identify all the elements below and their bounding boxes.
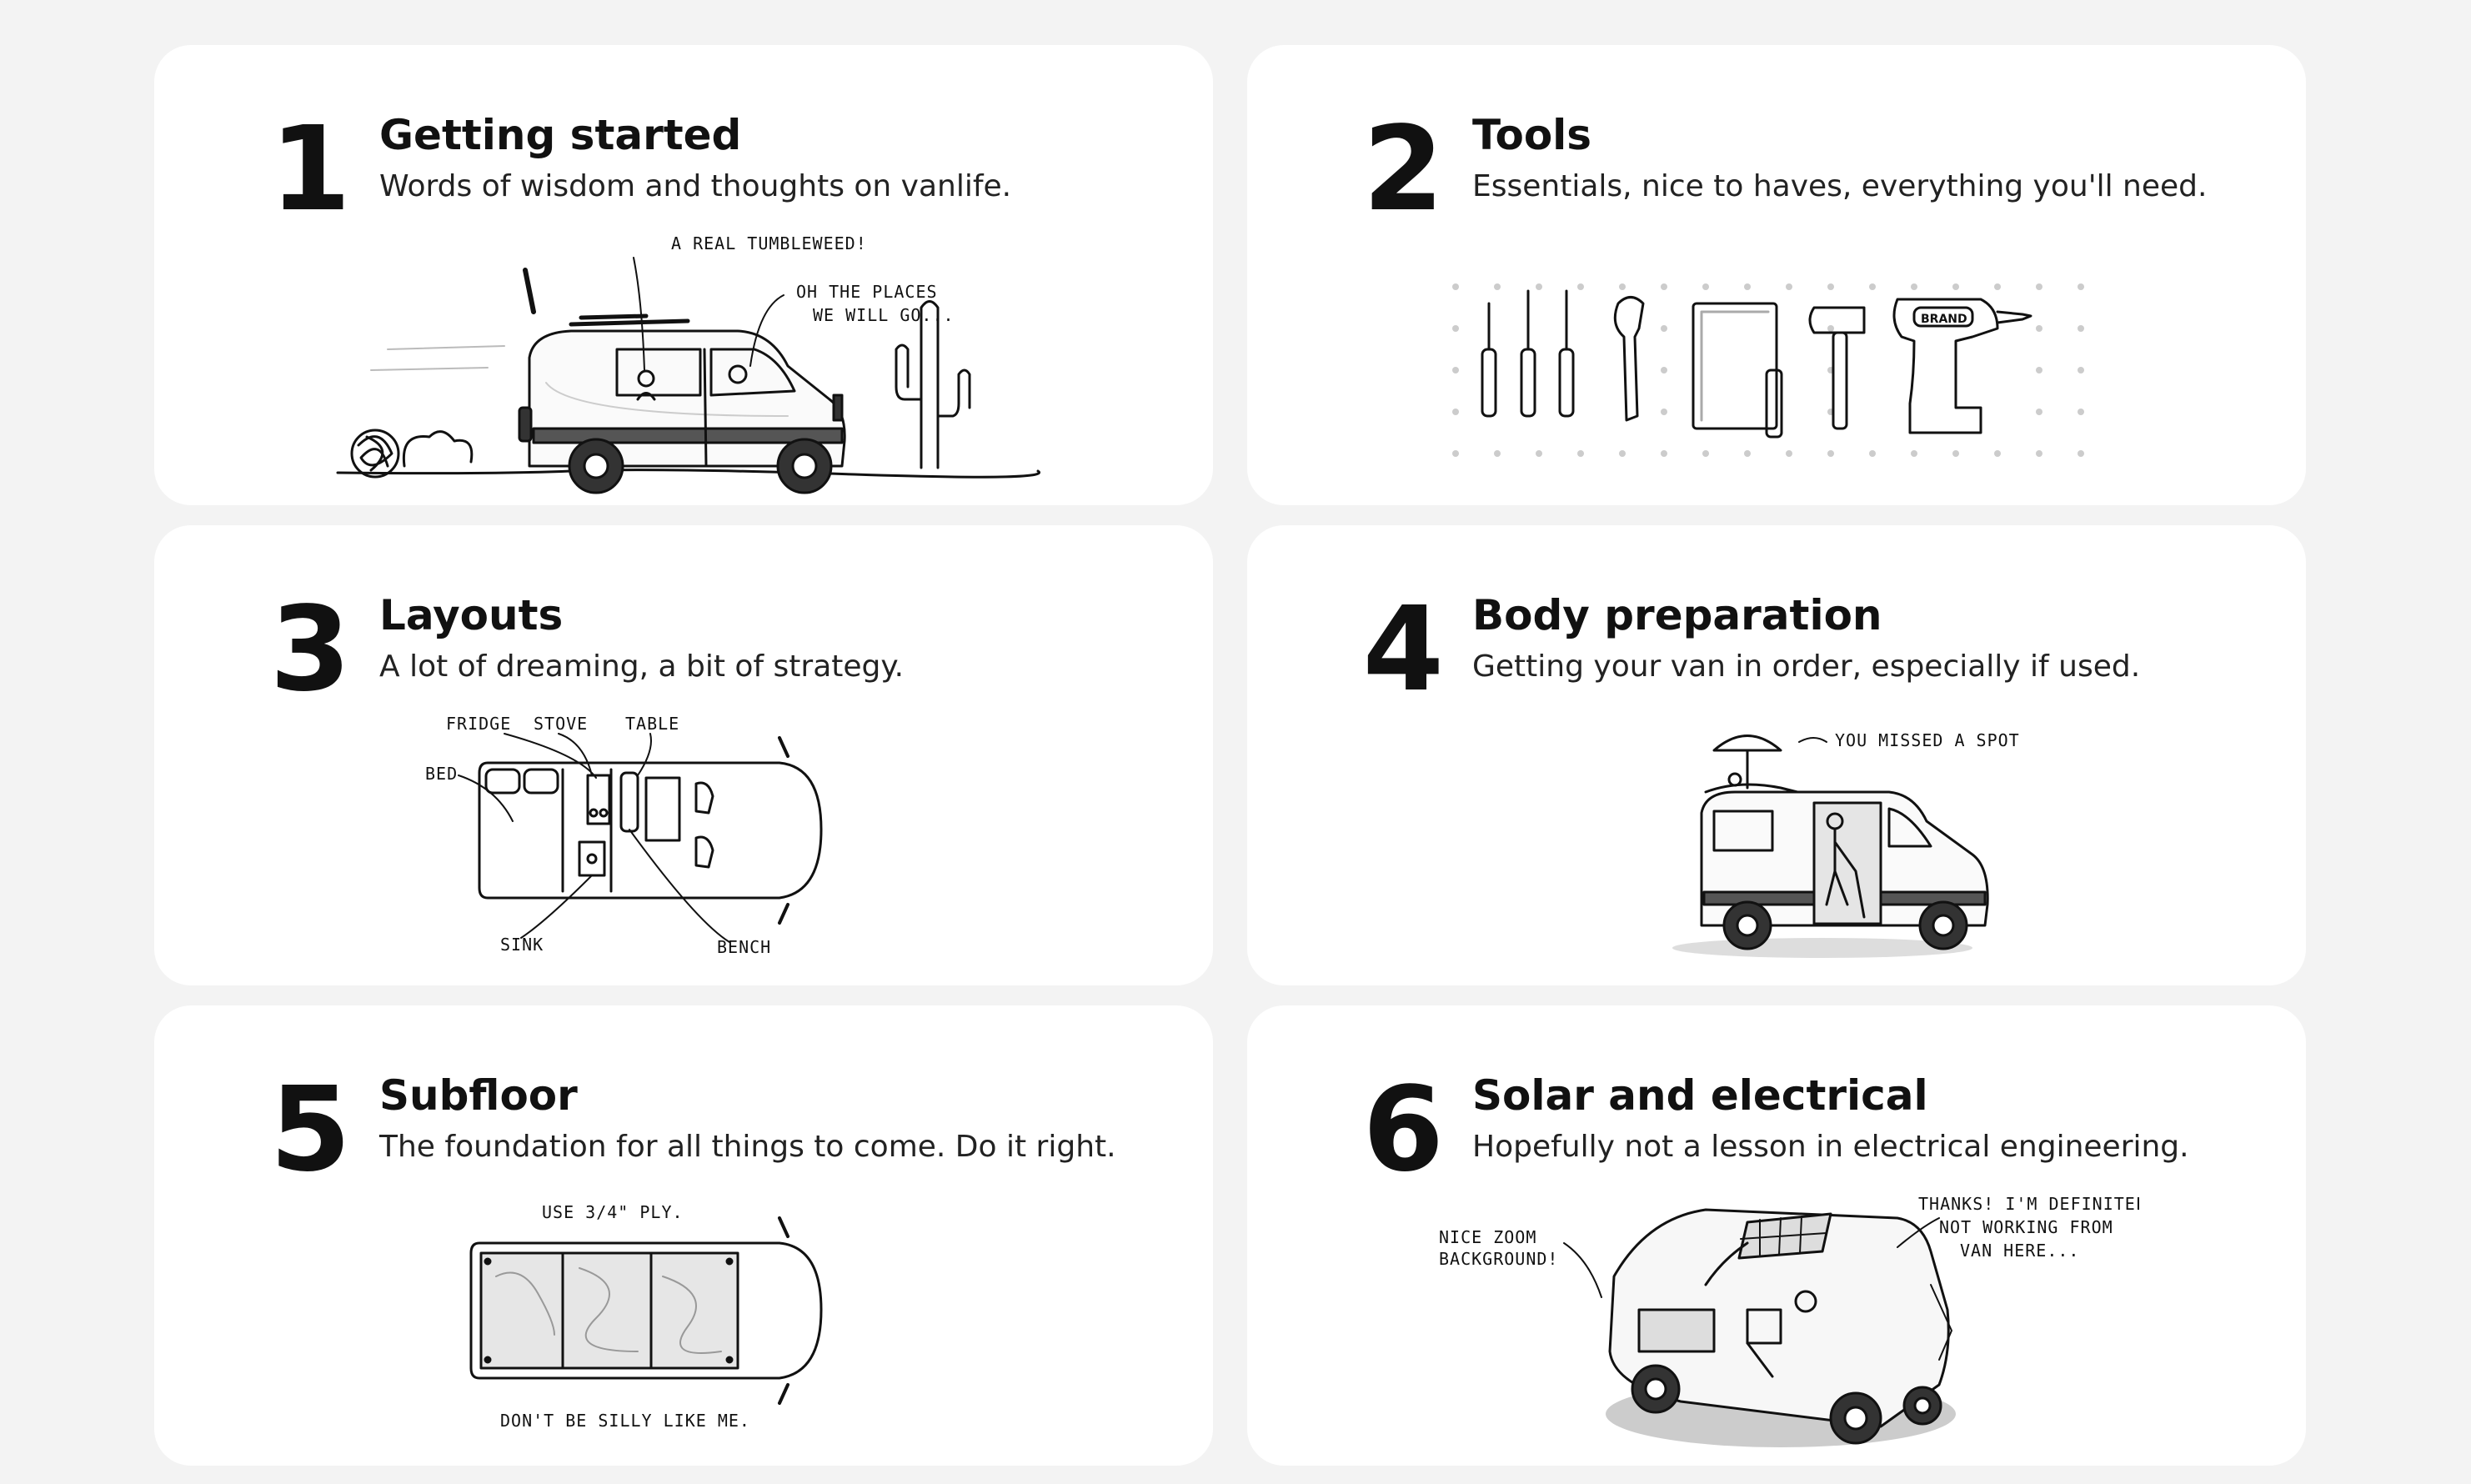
section-number: 2 xyxy=(1362,102,1444,238)
section-card-body-preparation[interactable]: 4 Body preparation Getting your van in o… xyxy=(1247,525,2306,985)
hacksaw-icon xyxy=(1692,302,1783,439)
section-card-solar-electrical[interactable]: 6 Solar and electrical Hopefully not a l… xyxy=(1247,1005,2306,1466)
label-stove: STOVE xyxy=(534,714,588,734)
van-solar-electrical-icon: NICE ZOOM BACKGROUND! THANKS! I'M DEFINI… xyxy=(1431,1185,2157,1456)
pegboard-icon xyxy=(1452,283,2084,457)
section-title: Body preparation xyxy=(1472,591,1882,639)
annotation-text: NICE ZOOM xyxy=(1439,1227,1536,1247)
section-card-getting-started[interactable]: 1 Getting started Words of wisdom and th… xyxy=(154,45,1213,505)
van-subfloor-icon: USE 3/4" PLY. DON'T BE SILLY LIKE ME. xyxy=(463,1185,863,1456)
annotation-text: THANKS! I'M DEFINITELY xyxy=(1918,1194,2139,1214)
annotation-text: DON'T BE SILLY LIKE ME. xyxy=(500,1411,750,1431)
section-number: 1 xyxy=(269,102,351,238)
drill-icon: BRAND xyxy=(1892,298,2032,434)
label-fridge: FRIDGE xyxy=(446,714,511,734)
annotation-text: A REAL TUMBLEWEED! xyxy=(671,233,867,253)
section-subtitle: The foundation for all things to come. D… xyxy=(379,1130,1116,1164)
section-subtitle: Hopefully not a lesson in electrical eng… xyxy=(1472,1130,2189,1164)
annotation-text: BACKGROUND! xyxy=(1439,1249,1558,1269)
section-subtitle: Essentials, nice to haves, everything yo… xyxy=(1472,169,2208,203)
section-title: Getting started xyxy=(379,111,742,159)
annotation-text: OH THE PLACES xyxy=(796,282,938,302)
van-body-prep-icon: YOU MISSED A SPOT xyxy=(1614,704,2081,975)
label-bed: BED xyxy=(425,764,458,784)
section-subtitle: Words of wisdom and thoughts on vanlife. xyxy=(379,169,1012,203)
drill-brand-label: BRAND xyxy=(1921,313,1967,326)
wrench-icon xyxy=(1613,296,1645,422)
annotation-text: USE 3/4" PLY. xyxy=(542,1202,684,1222)
annotation-text: NOT WORKING FROM xyxy=(1939,1217,2113,1237)
cactus-icon xyxy=(895,300,971,469)
section-title: Layouts xyxy=(379,591,564,639)
section-title: Tools xyxy=(1472,111,1592,159)
section-title: Solar and electrical xyxy=(1472,1071,1928,1120)
annotation-text: WE WILL GO... xyxy=(813,305,955,325)
section-subtitle: A lot of dreaming, a bit of strategy. xyxy=(379,649,905,684)
section-card-layouts[interactable]: 3 Layouts A lot of dreaming, a bit of st… xyxy=(154,525,1213,985)
tumbleweed-icon xyxy=(350,429,400,479)
section-title: Subfloor xyxy=(379,1071,578,1120)
van-driving-icon: A REAL TUMBLEWEED! OH THE PLACES WE WILL… xyxy=(321,224,1046,495)
hammer-icon xyxy=(1808,306,1866,430)
label-table: TABLE xyxy=(625,714,679,734)
screwdriver-icon xyxy=(1481,289,1575,418)
annotation-text: YOU MISSED A SPOT xyxy=(1835,730,2020,750)
section-card-subfloor[interactable]: 5 Subfloor The foundation for all things… xyxy=(154,1005,1213,1466)
tools-pegboard-icon: BRAND xyxy=(1447,224,2114,495)
van-floorplan-icon: FRIDGE STOVE TABLE BED SINK BENCH xyxy=(421,704,855,975)
section-card-tools[interactable]: 2 Tools Essentials, nice to haves, every… xyxy=(1247,45,2306,505)
section-subtitle: Getting your van in order, especially if… xyxy=(1472,649,2141,684)
section-number: 6 xyxy=(1362,1062,1444,1198)
section-number: 5 xyxy=(269,1062,351,1198)
section-number: 3 xyxy=(269,582,351,718)
annotation-text: VAN HERE... xyxy=(1960,1241,2079,1261)
section-number: 4 xyxy=(1362,582,1444,718)
